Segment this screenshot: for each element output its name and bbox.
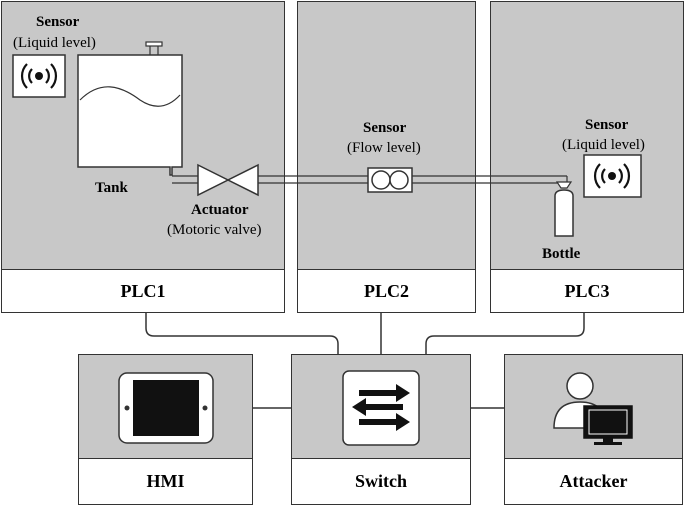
plc3-sensor-subtitle: (Liquid level) — [562, 137, 645, 153]
plc1-sensor-subtitle: (Liquid level) — [13, 35, 96, 51]
tank-icon — [77, 41, 183, 176]
plc2-label: PLC2 — [297, 269, 476, 313]
pipe — [172, 175, 568, 186]
switch-arrows-icon — [342, 370, 420, 446]
actuator-title: Actuator — [191, 202, 249, 218]
plc2-sensor-title: Sensor — [363, 120, 407, 136]
hmi-label: HMI — [78, 458, 253, 505]
plc1-switch-link — [145, 313, 339, 354]
tablet-icon — [118, 372, 214, 444]
plc3-label: PLC3 — [490, 269, 684, 313]
monitor-icon — [583, 405, 633, 445]
attacker-label: Attacker — [504, 458, 683, 505]
bottle-label: Bottle — [542, 246, 581, 262]
plc2-sensor-subtitle: (Flow level) — [347, 140, 421, 156]
switch-label: Switch — [291, 458, 471, 505]
plc2-panel — [297, 1, 476, 271]
plc3-switch-link — [425, 313, 585, 354]
plc3-sensor-title: Sensor — [585, 117, 629, 133]
flow-meter-icon — [367, 167, 413, 193]
wireless-sensor-icon — [583, 154, 642, 198]
plc1-sensor-title: Sensor — [36, 14, 80, 30]
wireless-sensor-icon — [12, 54, 66, 98]
valve-icon — [197, 163, 259, 197]
plc1-label: PLC1 — [1, 269, 285, 313]
tank-label: Tank — [95, 180, 128, 196]
bottle-icon — [554, 181, 574, 237]
actuator-subtitle: (Motoric valve) — [167, 222, 262, 238]
